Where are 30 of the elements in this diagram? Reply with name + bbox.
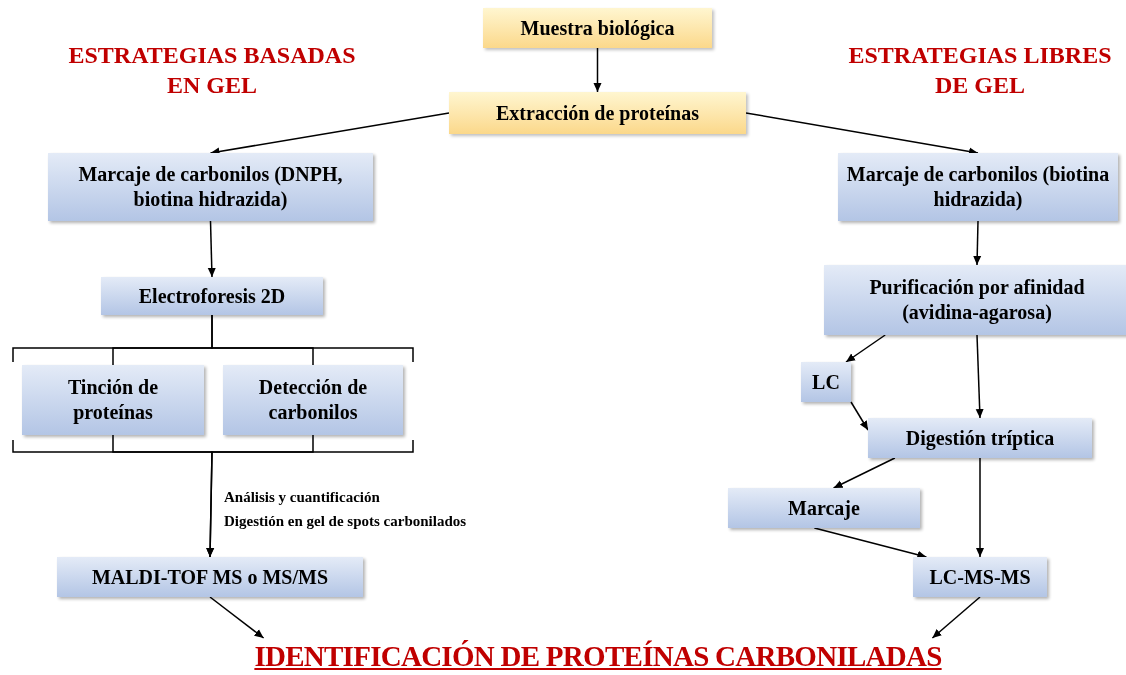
arrow	[845, 334, 886, 363]
arrow	[832, 457, 896, 489]
process-box: Marcaje de carbonilos (biotina hidrazida)	[838, 153, 1118, 221]
arrow	[976, 457, 984, 558]
process-box: Marcaje de carbonilos (DNPH, biotina hidrazida)	[48, 153, 373, 221]
process-box: Detección de carbonilos	[223, 365, 403, 435]
arrow	[206, 434, 314, 558]
arrow	[593, 47, 602, 93]
process-box: Digestión tríptica	[868, 418, 1092, 458]
process-box: LC-MS-MS	[913, 557, 1047, 597]
arrow	[931, 596, 981, 639]
arrow	[850, 401, 869, 431]
result-heading: IDENTIFICACIÓN DE PROTEÍNAS CARBONILADAS	[180, 638, 1016, 674]
arrow	[813, 527, 928, 559]
arrow	[975, 334, 984, 419]
section-heading: ESTRATEGIAS LIBRES DE GEL	[847, 41, 1113, 100]
process-box: MALDI-TOF MS o MS/MS	[57, 557, 363, 597]
process-box: LC	[801, 362, 851, 402]
arrow	[209, 596, 265, 639]
arrow	[973, 220, 982, 266]
process-box: Extracción de proteínas	[449, 92, 746, 134]
arrow	[207, 220, 216, 278]
process-box: Electroforesis 2D	[101, 277, 323, 315]
arrow	[745, 112, 979, 156]
process-box: Muestra biológica	[483, 8, 712, 48]
process-box: Marcaje	[728, 488, 920, 528]
process-box: Purificación por afinidad (avidina-agarosa)	[824, 265, 1126, 335]
section-heading: ESTRATEGIAS BASADAS EN GEL	[67, 41, 357, 100]
arrow	[209, 112, 450, 156]
process-box: Tinción de proteínas	[22, 365, 204, 435]
